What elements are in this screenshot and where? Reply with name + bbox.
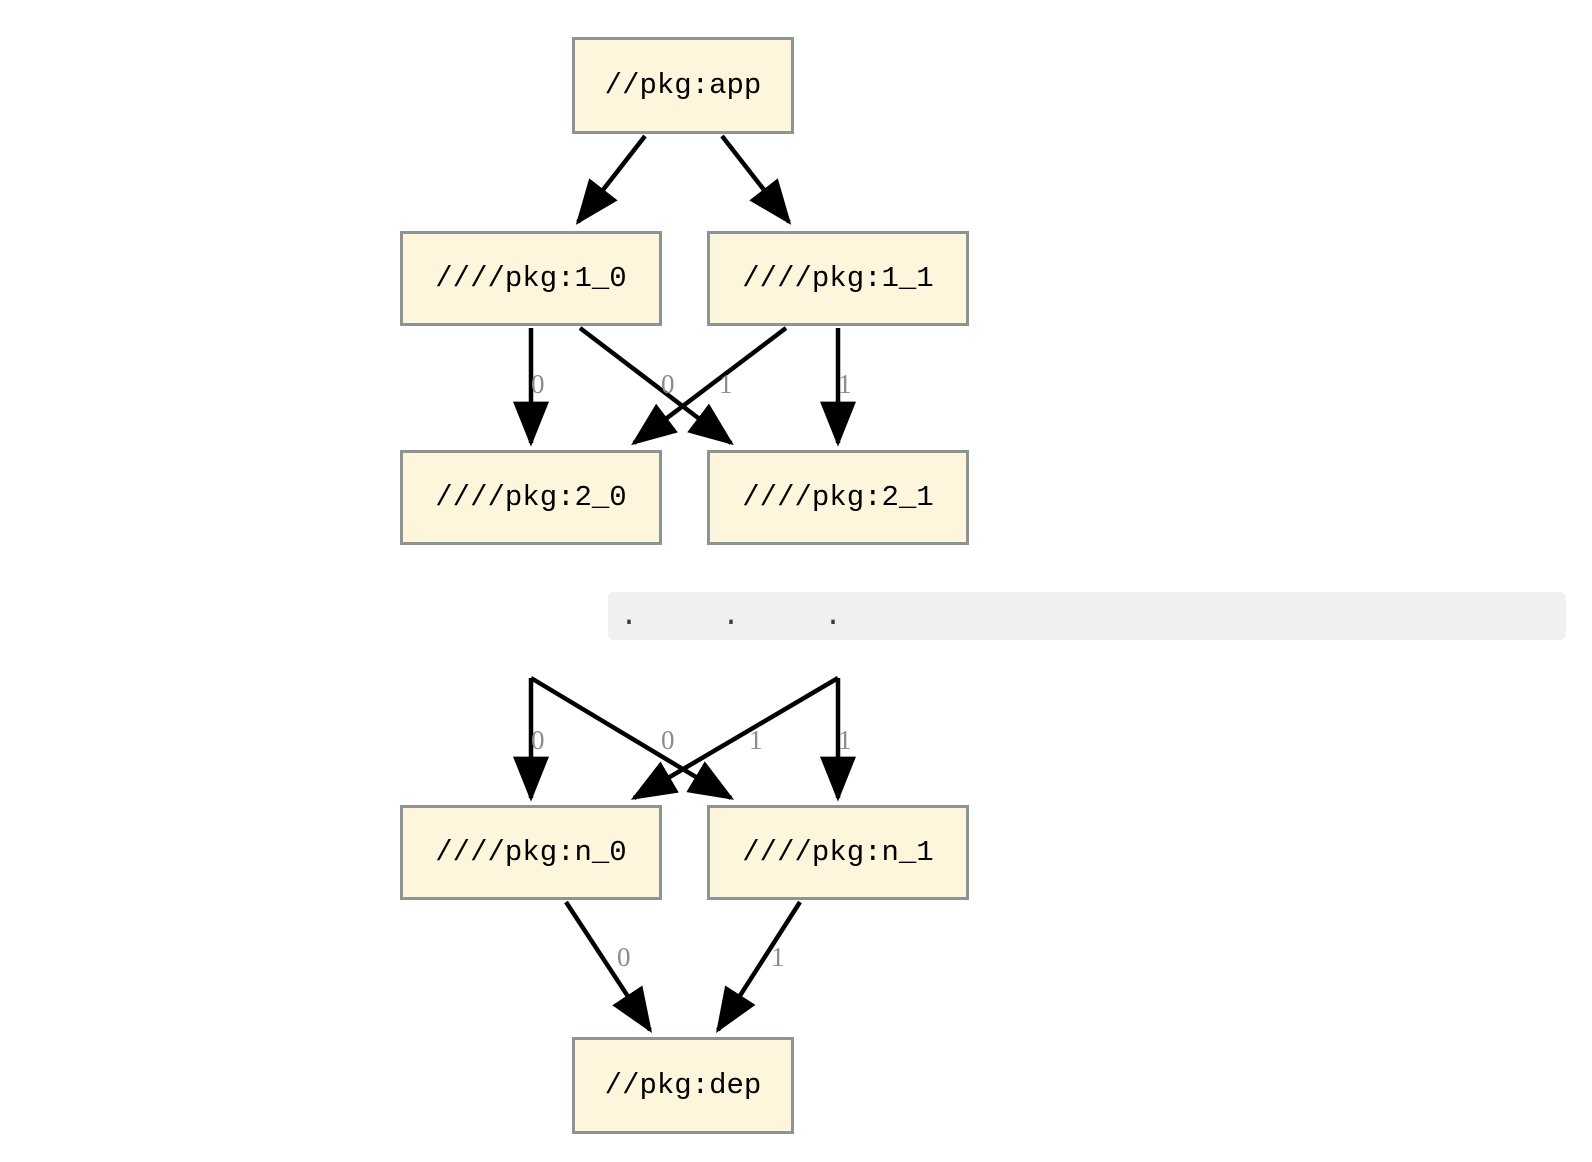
node-label: ////pkg:n_1 bbox=[742, 836, 934, 869]
node-label: //pkg:dep bbox=[604, 1069, 762, 1102]
ellipsis-separator-band: . . . bbox=[608, 592, 1566, 640]
edge-label-1_0-to-2_0: 0 bbox=[531, 369, 545, 399]
edge-n_0-to-dep bbox=[564, 900, 652, 1034]
edge-label-dangling-to-n_0: 0 bbox=[531, 725, 545, 755]
edge-dangling-to-n_0-cross bbox=[630, 676, 840, 800]
node-label: ////pkg:2_1 bbox=[742, 481, 934, 514]
node-label: ////pkg:n_0 bbox=[435, 836, 627, 869]
node-label: //pkg:app bbox=[604, 69, 762, 102]
edge-label-1_1-to-2_1: 1 bbox=[838, 369, 852, 399]
edge-label-n_0-to-dep: 0 bbox=[617, 942, 631, 972]
node-app[interactable]: //pkg:app bbox=[572, 37, 794, 134]
edge-label-n_1-to-dep: 1 bbox=[771, 942, 785, 972]
node-label: ////pkg:2_0 bbox=[435, 481, 627, 514]
node-pkg-n_1[interactable]: ////pkg:n_1 bbox=[707, 805, 969, 900]
node-pkg-1_1[interactable]: ////pkg:1_1 bbox=[707, 231, 969, 326]
edge-label-dangling-to-n_1: 0 bbox=[661, 725, 675, 755]
node-dep[interactable]: //pkg:dep bbox=[572, 1037, 794, 1134]
edge-dangling-to-n_1 bbox=[529, 676, 735, 800]
edge-app-to-1_0 bbox=[575, 134, 647, 225]
edge-app-to-1_1 bbox=[720, 134, 792, 225]
edge-label-dangling-to-n_1-cross: 1 bbox=[838, 725, 852, 755]
ellipsis-dots: . . . bbox=[620, 600, 859, 634]
node-pkg-1_0[interactable]: ////pkg:1_0 bbox=[400, 231, 662, 326]
edge-label-1_0-to-2_1: 0 bbox=[661, 369, 675, 399]
node-pkg-2_1[interactable]: ////pkg:2_1 bbox=[707, 450, 969, 545]
edge-label-dangling-to-n_0-cross: 1 bbox=[749, 725, 763, 755]
edge-n_1-to-dep bbox=[716, 900, 802, 1034]
node-label: ////pkg:1_0 bbox=[435, 262, 627, 295]
edge-1_0-to-2_1 bbox=[578, 326, 734, 446]
edge-1_1-to-2_0 bbox=[631, 326, 788, 446]
edge-label-1_1-to-2_0: 1 bbox=[719, 369, 733, 399]
node-pkg-n_0[interactable]: ////pkg:n_0 bbox=[400, 805, 662, 900]
node-pkg-2_0[interactable]: ////pkg:2_0 bbox=[400, 450, 662, 545]
node-label: ////pkg:1_1 bbox=[742, 262, 934, 295]
